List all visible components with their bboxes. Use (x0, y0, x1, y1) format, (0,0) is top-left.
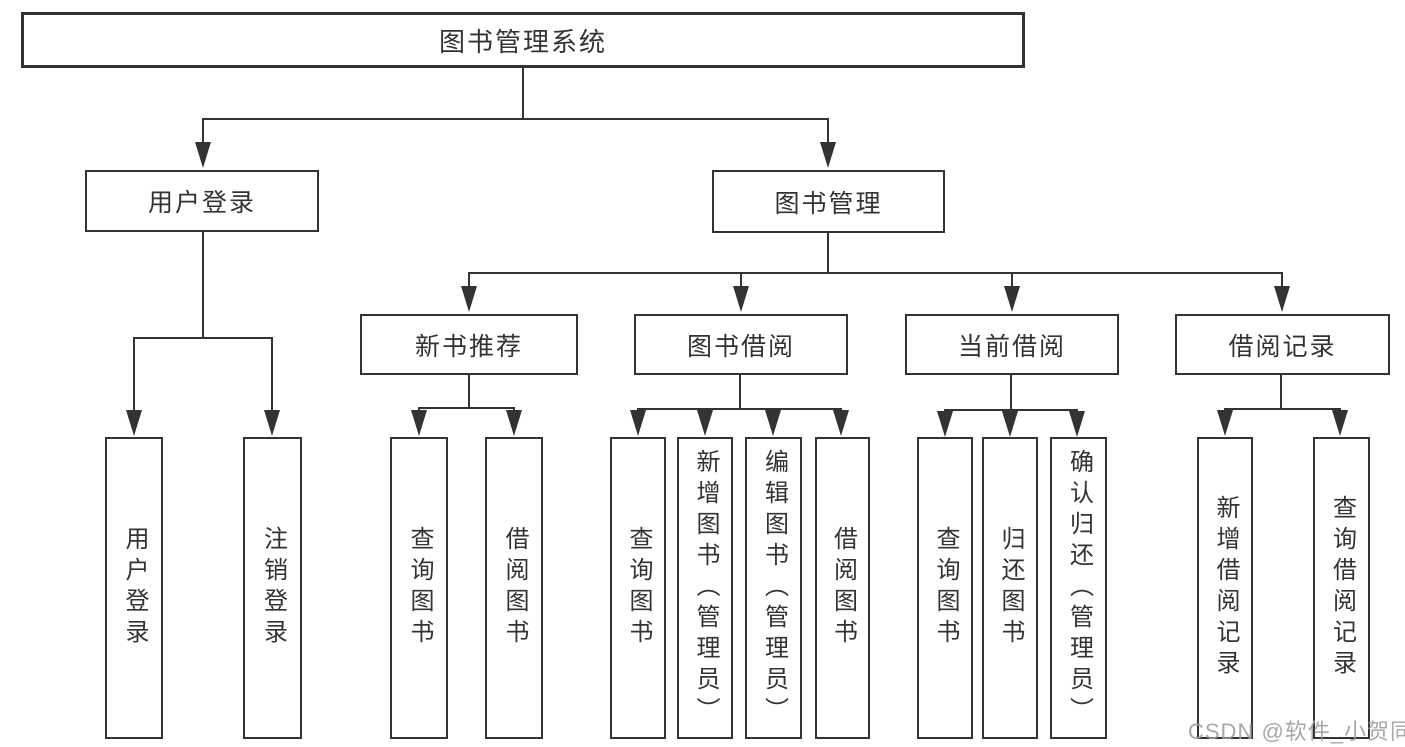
node-label: 图书借阅 (686, 332, 795, 361)
connector-arrowhead (833, 410, 849, 436)
connector-arrowhead (1004, 286, 1020, 312)
leaf-label: 新增图书（管理员） (692, 448, 719, 728)
node-book-management: 图书管理 (712, 170, 945, 233)
connector-line (637, 408, 842, 410)
connector-line (202, 232, 204, 339)
node-current-borrowing: 当前借阅 (905, 314, 1119, 375)
leaf-label: 查询借阅记录 (1328, 495, 1356, 681)
connector-line (827, 118, 829, 146)
connector-arrowhead (630, 410, 646, 436)
connector-arrowhead (765, 410, 781, 436)
connector-line (468, 272, 470, 290)
connector-arrowhead (733, 286, 749, 312)
node-label: 借阅记录 (1228, 332, 1337, 361)
node-new-book-recommendation: 新书推荐 (360, 314, 578, 375)
leaf-label: 用户登录 (121, 526, 148, 650)
leaf-label: 新增借阅记录 (1212, 495, 1239, 681)
connector-line (133, 337, 135, 414)
connector-arrowhead (1332, 410, 1348, 436)
leaf-return-books: 归还图书 (982, 437, 1038, 739)
node-label: 图书管理 (774, 189, 883, 218)
connector-line (1011, 272, 1013, 290)
connector-line (468, 272, 1283, 274)
connector-line (418, 407, 515, 409)
leaf-label: 查询图书 (932, 526, 959, 650)
connector-line (468, 375, 470, 409)
leaf-confirm-return-admin: 确认归还（管理员） (1050, 437, 1107, 739)
leaf-label: 借阅图书 (501, 526, 528, 650)
connector-line (1281, 272, 1283, 290)
leaf-add-borrow-record: 新增借阅记录 (1197, 437, 1253, 739)
leaf-label: 确认归还（管理员） (1065, 448, 1093, 728)
connector-arrowhead (937, 411, 953, 437)
node-label: 用户登录 (147, 189, 256, 217)
leaf-borrow-books-recommend: 借阅图书 (485, 437, 543, 739)
leaf-query-books-borrow: 查询图书 (610, 437, 666, 739)
connector-line (202, 118, 829, 120)
node-book-borrowing: 图书借阅 (634, 314, 848, 375)
leaf-label: 借阅图书 (829, 526, 857, 650)
connector-arrowhead (1002, 411, 1018, 437)
connector-line (1224, 408, 1341, 410)
connector-line (739, 375, 741, 410)
leaf-query-books-current: 查询图书 (917, 437, 973, 739)
connector-arrowhead (195, 142, 211, 168)
connector-line (740, 272, 742, 290)
connector-arrowhead (506, 410, 522, 436)
connector-line (1280, 375, 1282, 410)
connector-arrowhead (126, 410, 142, 436)
leaf-query-borrow-record: 查询借阅记录 (1313, 437, 1370, 739)
connector-arrowhead (1069, 411, 1085, 437)
connector-arrowhead (697, 410, 713, 436)
connector-arrowhead (264, 410, 280, 436)
connector-line (944, 409, 1078, 411)
leaf-user-login: 用户登录 (105, 437, 163, 739)
leaf-label: 注销登录 (259, 526, 287, 650)
node-user-login: 用户登录 (85, 170, 319, 232)
node-label: 当前借阅 (957, 332, 1066, 361)
connector-arrowhead (1217, 410, 1233, 436)
connector-arrowhead (820, 142, 836, 168)
csdn-watermark: CSDN @软件_小贺同学 (1188, 719, 1405, 744)
leaf-borrow-books: 借阅图书 (815, 437, 870, 739)
node-label: 新书推荐 (414, 332, 523, 361)
connector-arrowhead (1274, 286, 1290, 312)
leaf-label: 查询图书 (406, 526, 433, 650)
leaf-edit-books-admin: 编辑图书（管理员） (745, 437, 802, 739)
node-borrowing-records: 借阅记录 (1175, 314, 1390, 375)
leaf-logout: 注销登录 (243, 437, 302, 739)
connector-line (202, 118, 204, 146)
connector-arrowhead (411, 410, 427, 436)
connector-line (271, 337, 273, 414)
connector-line (133, 337, 273, 339)
node-library-management-system: 图书管理系统 (21, 12, 1025, 68)
leaf-query-books-recommend: 查询图书 (390, 437, 448, 739)
leaf-label: 归还图书 (997, 526, 1024, 650)
connector-line (522, 68, 524, 120)
leaf-label: 编辑图书（管理员） (760, 448, 788, 728)
connector-line (1010, 375, 1012, 411)
leaf-add-books-admin: 新增图书（管理员） (677, 437, 733, 739)
node-label: 图书管理系统 (438, 26, 607, 57)
connector-line (827, 233, 829, 274)
leaf-label: 查询图书 (625, 526, 652, 650)
connector-arrowhead (461, 286, 477, 312)
